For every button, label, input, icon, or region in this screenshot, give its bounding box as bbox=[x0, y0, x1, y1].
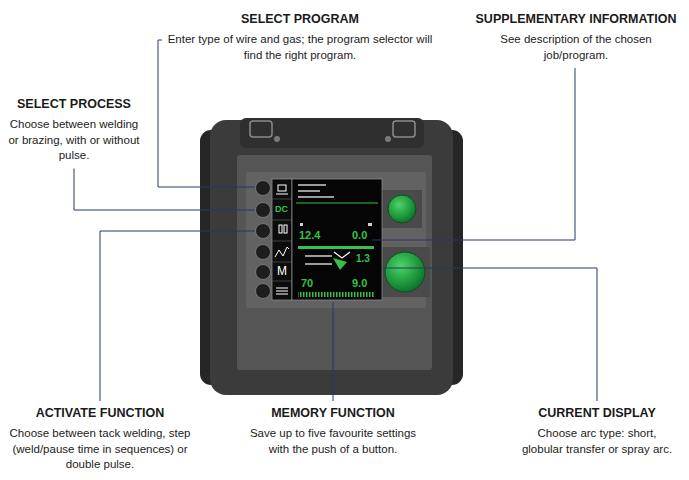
display-value: 12.4 bbox=[299, 230, 320, 241]
screen-header-lines bbox=[298, 184, 334, 198]
callout-heading: MEMORY FUNCTION bbox=[249, 406, 417, 421]
knob-base bbox=[380, 247, 430, 297]
callout: SELECT PROGRAM Enter type of wire and gas… bbox=[166, 12, 434, 63]
arc-icon bbox=[333, 258, 347, 270]
front-panel bbox=[237, 155, 432, 370]
callout-description: Choose between tack welding, step (weld/… bbox=[7, 426, 193, 473]
callout: MEMORY FUNCTION Save up to five favourite… bbox=[249, 406, 417, 457]
callout-description: Choose between welding or brazing, with … bbox=[5, 117, 143, 164]
callout: SUPPLEMENTARY INFORMATION See description… bbox=[473, 12, 680, 63]
leader-line bbox=[372, 68, 575, 240]
leader-line bbox=[158, 40, 255, 187]
callout-heading: CURRENT DISPLAY bbox=[519, 406, 675, 421]
display-value: 70 bbox=[301, 278, 313, 289]
knob-base bbox=[382, 190, 422, 228]
display-screen bbox=[292, 179, 382, 300]
handle-loop bbox=[393, 121, 415, 137]
button-icon-label: M bbox=[277, 265, 287, 277]
display-value: 9.0 bbox=[352, 278, 367, 289]
display-value: 1.3 bbox=[356, 254, 370, 264]
icons bbox=[275, 185, 289, 294]
callout-description: Choose arc type: short, globular transfe… bbox=[519, 426, 675, 457]
callout-heading: ACTIVATE FUNCTION bbox=[7, 406, 193, 421]
screen-bar bbox=[298, 246, 374, 249]
callout: CURRENT DISPLAY Choose arc type: short, g… bbox=[519, 406, 675, 457]
screw bbox=[385, 136, 391, 142]
unit-marks bbox=[300, 223, 372, 226]
callout-heading: SUPPLEMENTARY INFORMATION bbox=[473, 12, 680, 27]
housing bbox=[210, 120, 453, 395]
top-handle bbox=[240, 118, 424, 148]
leader-line bbox=[383, 268, 597, 401]
leader-line bbox=[74, 169, 255, 211]
buttons bbox=[256, 181, 271, 299]
leader-line bbox=[333, 302, 334, 401]
callout: ACTIVATE FUNCTION Choose between tack wel… bbox=[7, 406, 193, 473]
button-icon-label: DC bbox=[275, 205, 288, 214]
callout-heading: SELECT PROCESS bbox=[5, 97, 143, 112]
callout-heading: SELECT PROGRAM bbox=[166, 12, 434, 27]
callout-description: Enter type of wire and gas; the program … bbox=[166, 32, 434, 63]
lower-knob bbox=[385, 252, 425, 292]
screw bbox=[274, 136, 280, 142]
icon-strip bbox=[272, 179, 292, 300]
handle-loop bbox=[250, 121, 272, 137]
screen-scale bbox=[298, 292, 374, 297]
leader-line bbox=[100, 231, 255, 401]
display-value: 0.0 bbox=[352, 230, 367, 241]
callout: SELECT PROCESS Choose between welding or … bbox=[5, 97, 143, 164]
icon-dividers bbox=[272, 199, 292, 281]
screen-rule bbox=[296, 203, 378, 204]
callout-description: See description of the chosen job/progra… bbox=[473, 32, 680, 63]
callout-description: Save up to five favourite settings with … bbox=[249, 426, 417, 457]
upper-knob bbox=[388, 195, 416, 223]
